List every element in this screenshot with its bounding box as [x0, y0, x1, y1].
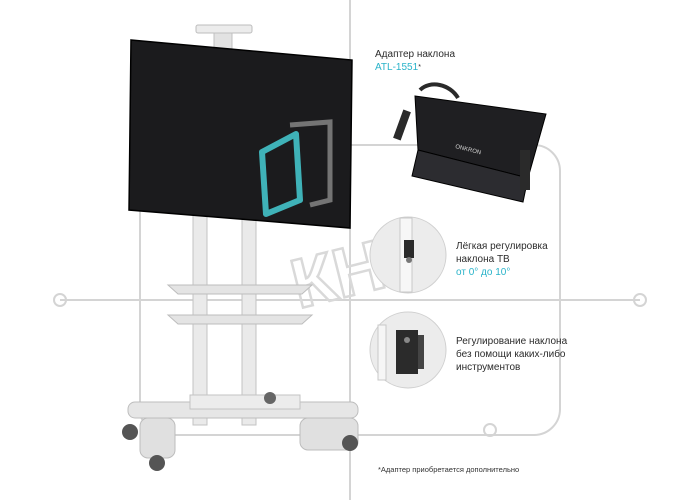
toolless-line2: без помощи каких-либо — [456, 349, 566, 360]
adapter-model: ATL-1551 — [375, 62, 419, 73]
adapter-title: Адаптер наклона — [375, 49, 456, 60]
toolless-line3: инструментов — [456, 362, 521, 373]
toolless-annotation: Регулирование наклона без помощи каких-л… — [456, 335, 567, 374]
footnote: *Адаптер приобретается дополнительно — [378, 465, 520, 474]
watermark-circle-bottom — [483, 423, 497, 437]
easy-tilt-annotation: Лёгкая регулировка наклона ТВ от 0° до 1… — [456, 240, 548, 279]
easy-tilt-range: от 0° до 10° — [456, 267, 511, 278]
easy-tilt-line1: Лёгкая регулировка — [456, 241, 548, 252]
easy-tilt-line2: наклона ТВ — [456, 254, 510, 265]
adapter-mark: * — [418, 64, 421, 71]
watermark-circle-right — [633, 293, 647, 307]
adapter-annotation: Адаптер наклона ATL-1551* — [375, 48, 455, 74]
bracket-icon — [369, 311, 447, 389]
toolless-line1: Регулирование наклона — [456, 336, 568, 347]
tv-screen — [128, 39, 353, 229]
brand-logo-icon — [259, 131, 303, 217]
tilt-adapter-icon: ONKRON — [393, 82, 547, 203]
tilt-knob-icon — [369, 216, 447, 294]
watermark-circle-left — [53, 293, 67, 307]
tv-stand-icon — [122, 24, 359, 471]
